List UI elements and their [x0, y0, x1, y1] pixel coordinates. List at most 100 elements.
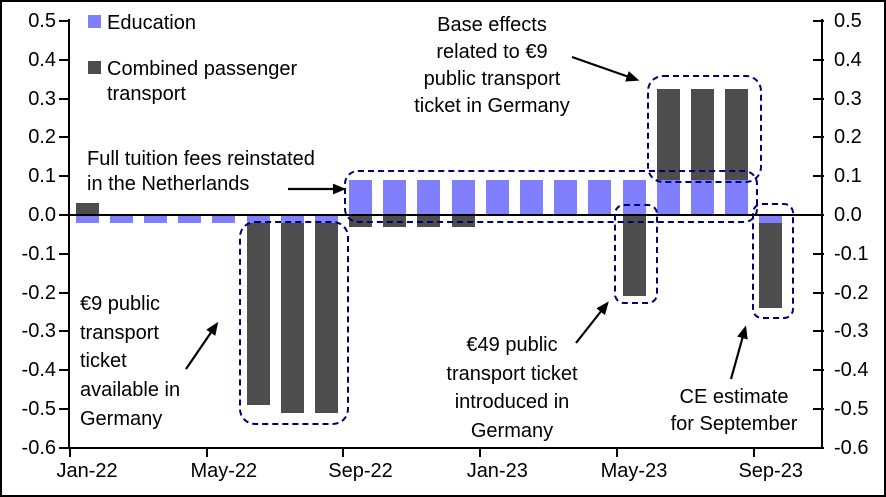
y-tick-right: [813, 446, 824, 449]
bar-transport-Nov-22: [417, 215, 441, 227]
legend-label-transport: Combined passenger transport: [107, 58, 298, 105]
annotation-full-tuition: Full tuition fees reinstated in the Nethe…: [87, 147, 315, 197]
y-tick-right: [813, 20, 824, 22]
bar-education-Aug-23: [725, 180, 749, 215]
x-tick: [479, 449, 482, 457]
bar-education-Jan-23: [485, 180, 509, 215]
bar-education-Feb-23: [519, 180, 543, 215]
annotation-line: CE estimate: [679, 386, 789, 408]
legend-label-education: Education: [107, 12, 196, 34]
bar-transport-Jul-23: [690, 88, 714, 181]
bar-education-Dec-22: [451, 180, 475, 215]
x-axis-label-May-23: May-23: [600, 460, 668, 482]
y-tick-right: [813, 58, 824, 61]
bar-education-Apr-22: [178, 215, 202, 223]
y-tick-right: [813, 97, 824, 100]
annotation-line: Base effects: [437, 14, 547, 36]
bar-transport-May-23: [622, 215, 646, 297]
bar-transport-Jan-22: [75, 203, 99, 215]
annotation-line: available in: [80, 379, 181, 402]
y-axis-label-right: 0.2: [834, 126, 862, 149]
education-run-box: [343, 170, 758, 224]
annotation-line: introduced in: [454, 391, 570, 413]
y-tick-left: [59, 446, 70, 449]
bar-transport-Dec-22: [451, 215, 475, 227]
y-tick-right: [813, 291, 824, 294]
y-tick-left: [59, 408, 70, 410]
bar-transport-Jun-23: [656, 88, 680, 181]
y-tick-right: [813, 136, 824, 139]
base-effects-box: [647, 75, 762, 183]
legend-item-transport: Combined passenger transport: [88, 57, 312, 107]
y-axis-label-right: -0.3: [834, 320, 869, 343]
x-axis-label-Jan-22: Jan-22: [56, 460, 118, 482]
y-tick-right: [813, 330, 824, 333]
bar-education-Sep-22: [349, 180, 373, 215]
y-tick-left: [59, 330, 70, 333]
bar-transport-Jul-22: [280, 222, 304, 413]
y-axis-label-left: -0.6: [21, 436, 56, 459]
y-tick-left: [59, 291, 70, 294]
annotation-line: €49 public: [466, 334, 558, 356]
y-axis-label-right: 0.4: [834, 48, 862, 71]
y-tick-left: [59, 175, 70, 178]
x-tick: [752, 449, 755, 457]
bar-education-Nov-22: [417, 180, 441, 215]
x-axis-label-Jan-23: Jan-23: [466, 460, 528, 482]
bar-education-Mar-23: [554, 180, 578, 215]
annotation-line: Full tuition fees reinstated: [87, 148, 315, 170]
bar-transport-Aug-23: [725, 88, 749, 181]
eur9-bars-box: [239, 220, 350, 425]
bar-education-Jun-23: [656, 180, 680, 215]
annotation-line: ticket in Germany: [414, 95, 570, 117]
y-axis-label-left: 0.4: [28, 48, 56, 71]
annotation-line: public transport: [423, 68, 561, 90]
y-axis-label-left: -0.1: [21, 242, 56, 265]
y-axis-label-left: -0.2: [21, 281, 56, 304]
annotation-line: related to €9: [436, 41, 548, 63]
zero-line: [69, 214, 822, 216]
x-tick: [342, 449, 345, 457]
y-axis-right-line: [821, 19, 823, 449]
y-tick-left: [59, 136, 70, 139]
y-tick-right: [813, 175, 824, 178]
annotation-line: transport ticket: [446, 362, 578, 385]
y-axis-label-left: 0.0: [28, 204, 56, 226]
y-axis-label-right: -0.5: [834, 398, 869, 420]
legend-item-education: Education: [88, 11, 196, 36]
bar-education-Aug-22: [314, 215, 338, 223]
bar-education-Apr-23: [588, 180, 612, 215]
bar-education-Jun-22: [246, 215, 270, 223]
y-axis-label-right: -0.2: [834, 281, 869, 304]
y-axis-label-right: -0.6: [834, 436, 869, 459]
bar-transport-Jun-22: [246, 222, 270, 406]
annotation-line: transport: [80, 321, 159, 344]
y-axis-label-right: 0.0: [834, 204, 862, 226]
bar-education-Jan-22: [75, 215, 99, 223]
y-tick-left: [59, 369, 70, 372]
annotation-line: ticket: [80, 350, 127, 373]
bar-education-Oct-22: [383, 180, 407, 215]
bar-transport-Oct-22: [383, 215, 407, 227]
y-tick-right: [813, 252, 824, 255]
bar-transport-Sep-23: [759, 222, 783, 309]
y-axis-left-line: [68, 19, 70, 449]
transport-swatch-icon: [88, 61, 101, 74]
bar-education-Mar-22: [143, 215, 167, 223]
bar-education-Jul-22: [280, 215, 304, 223]
bar-education-Feb-22: [109, 215, 133, 223]
x-tick: [615, 449, 618, 457]
y-tick-left: [59, 20, 70, 22]
bar-education-May-22: [212, 215, 236, 223]
annotation-line: in the Netherlands: [87, 173, 250, 195]
y-axis-label-right: -0.1: [834, 242, 869, 265]
y-tick-left: [59, 97, 70, 100]
annotation-base-effects: Base effects related to €9 public transpor…: [382, 12, 602, 120]
y-axis-label-left: -0.5: [21, 398, 56, 420]
y-tick-right: [813, 408, 824, 410]
